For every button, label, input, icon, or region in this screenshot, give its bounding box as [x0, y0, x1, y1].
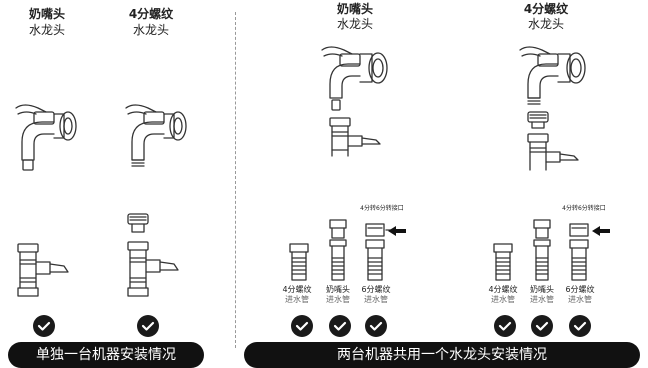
- pipe-label-line1: 6分螺纹: [361, 285, 391, 294]
- valve-icon: [527, 111, 579, 171]
- pipe-label-line2: 进水管: [326, 295, 350, 304]
- check-circle-icon: [494, 315, 516, 337]
- col1-subtitle: 水龙头: [28, 23, 65, 37]
- pipe-label-line2: 进水管: [491, 295, 515, 304]
- faucet-icon: [321, 46, 388, 111]
- group2-subtitle: 水龙头: [527, 17, 564, 31]
- check-circle-icon: [291, 315, 313, 337]
- check-circle-icon: [33, 315, 55, 337]
- pipe-label-line2: 进水管: [285, 295, 309, 304]
- col2-subtitle: 水龙头: [132, 23, 169, 37]
- pipe-label-line2: 进水管: [364, 295, 388, 304]
- group2-title: 4分螺纹: [523, 2, 569, 16]
- group1-adapter-note: 4分转6分转接口: [360, 205, 404, 212]
- pipe-label-line2: 进水管: [568, 295, 592, 304]
- check-circle-icon: [569, 315, 591, 337]
- group1-subtitle: 水龙头: [336, 17, 373, 31]
- check-circle-icon: [329, 315, 351, 337]
- arrow-left-icon: [388, 226, 406, 236]
- col2-title: 4分螺纹: [128, 7, 174, 21]
- hose-connector-icon: [493, 219, 589, 281]
- check-circle-icon: [137, 315, 159, 337]
- valve-icon: [17, 243, 69, 297]
- check-circle-icon: [531, 315, 553, 337]
- pipe-label-line1: 4分螺纹: [488, 285, 518, 294]
- col1-title: 奶嘴头: [28, 7, 65, 21]
- pipe-label-line1: 6分螺纹: [565, 285, 595, 294]
- valve-icon: [329, 117, 381, 157]
- shared-install-banner: 两台机器共用一个水龙头安装情况: [244, 342, 640, 368]
- faucet-icon: [519, 46, 586, 105]
- arrow-left-icon: [592, 226, 610, 236]
- hose-connector-icon: [289, 219, 393, 281]
- faucet-icon: [15, 104, 77, 171]
- group2-adapter-note: 4分转6分转接口: [562, 205, 606, 212]
- pipe-label-line1: 奶嘴头: [530, 285, 554, 294]
- faucet-icon: [125, 104, 187, 167]
- check-circle-icon: [365, 315, 387, 337]
- pipe-label-line1: 奶嘴头: [326, 285, 350, 294]
- single-install-banner: 单独一台机器安装情况: [8, 342, 204, 368]
- pipe-label-line1: 4分螺纹: [282, 285, 312, 294]
- section-divider: [235, 12, 236, 348]
- pipe-label-line2: 进水管: [530, 295, 554, 304]
- valve-icon: [127, 213, 179, 297]
- group1-title: 奶嘴头: [336, 2, 373, 16]
